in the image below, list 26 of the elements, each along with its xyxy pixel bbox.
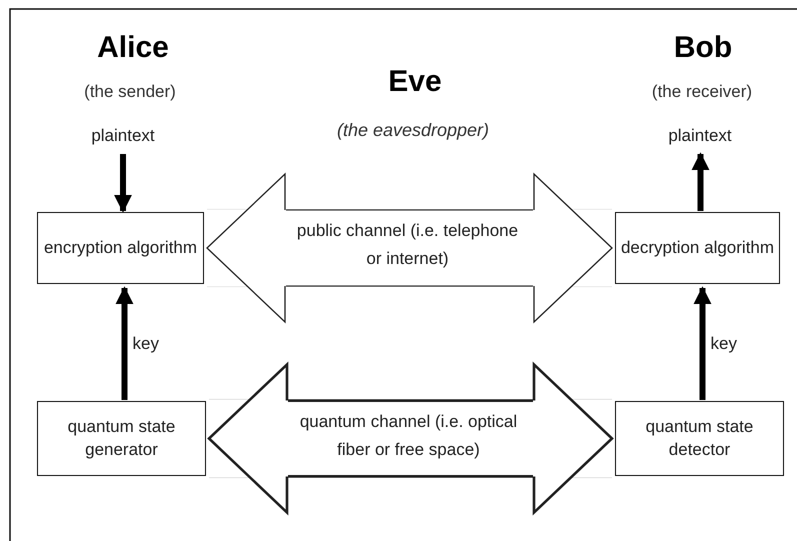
edge-label: quantum channel (i.e. optical fiber or free space) [298,410,518,461]
arrow [114,154,132,213]
process-box [615,401,784,476]
edge-label: public channel (i.e. telephone or internet) [296,220,520,270]
edge-label: key [710,333,737,355]
role-caption: (the receiver) [650,82,754,102]
box-text: encryption algorithm [44,236,198,259]
double-block-arrow [208,363,614,514]
arrow [116,286,134,400]
double-block-arrow [206,173,613,323]
box-text: quantum state detector [644,416,754,460]
node-label: plaintext [78,122,168,150]
node-label: plaintext [655,122,745,150]
person-heading: Bob [672,30,734,64]
box-text: decryption algorithm [620,236,774,259]
process-box [37,212,204,284]
arrow [692,152,710,211]
arrow [694,286,712,400]
role-caption: (the eavesdropper) [336,120,490,142]
edge-label: key [132,333,159,355]
person-heading: Eve [387,64,443,98]
box-text: quantum state generator [66,416,176,460]
person-heading: Alice [96,30,170,64]
process-box [37,401,206,476]
role-caption: (the sender) [83,82,177,102]
process-box [615,212,780,284]
